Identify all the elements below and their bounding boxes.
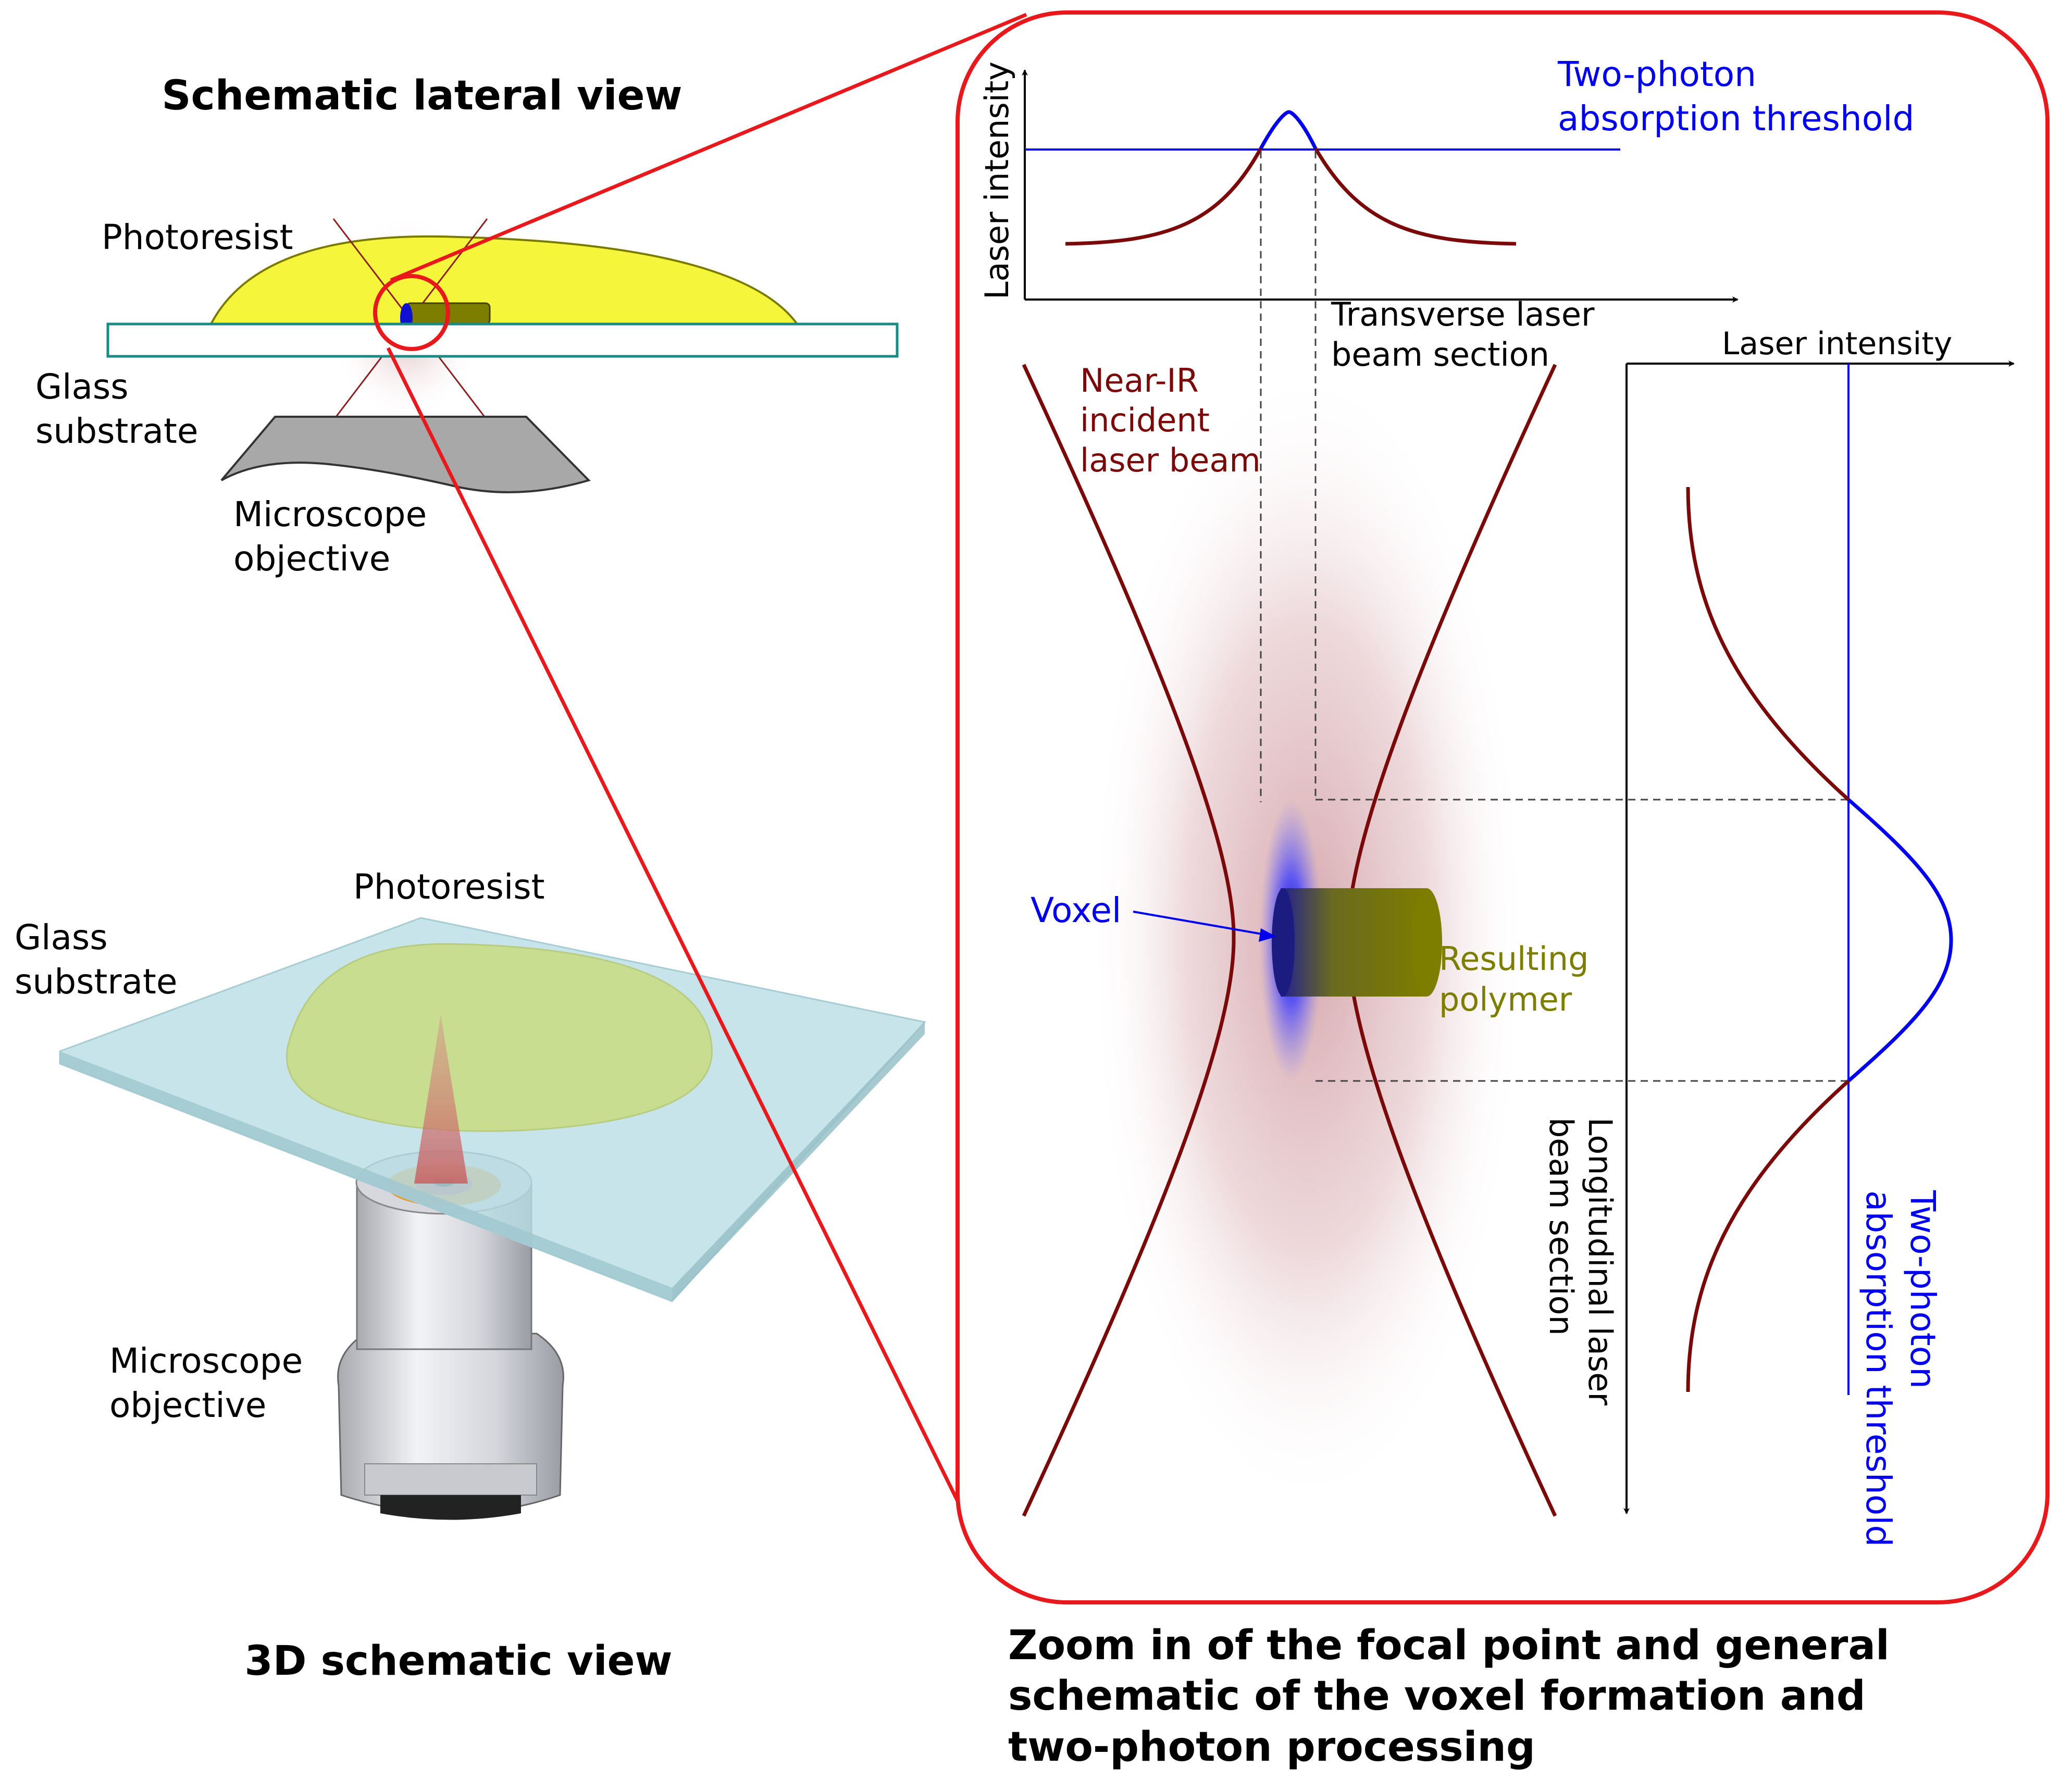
lateral-zoom-circle <box>373 274 450 351</box>
transverse-intensity-plot: Laser intensity Two-photon absorption th… <box>978 54 1914 374</box>
longitudinal-profile-curve <box>1686 487 1850 801</box>
top-plot-ylabel: Laser intensity <box>978 61 1016 300</box>
right-plot-xlabel: Laser intensity <box>1722 326 1952 362</box>
longitudinal-label: Longitudinal laser <box>1581 1117 1619 1405</box>
lateral-photoresist-drop <box>209 235 799 325</box>
longitudinal-profile-above-threshold <box>1847 798 1953 1082</box>
three-d-photoresist-drop <box>286 943 713 1132</box>
zoom-caption: Zoom in of the focal point and general s… <box>1008 1622 1890 1771</box>
beam-label: incident <box>1080 401 1210 439</box>
zoom-caption-line: schematic of the voxel formation and <box>1008 1673 1866 1720</box>
three-d-glass-edge <box>60 1051 672 1301</box>
three-d-title: 3D schematic view <box>244 1638 672 1685</box>
voxel-label: Voxel <box>1031 890 1121 930</box>
zoom-caption-line: two-photon processing <box>1008 1724 1535 1771</box>
top-threshold-label: Two-photon <box>1557 54 1756 94</box>
three-d-laser-cone <box>414 1015 468 1184</box>
longitudinal-intensity-plot: Laser intensity Longitudinal laser beam … <box>1542 326 2015 1547</box>
lateral-objective-label: Microscope <box>233 494 427 534</box>
polymer-label: polymer <box>1439 980 1572 1018</box>
lateral-title: Schematic lateral view <box>162 72 682 119</box>
zoom-panel: Laser intensity Two-photon absorption th… <box>955 10 2050 1604</box>
polymer-label: Resulting <box>1439 940 1589 978</box>
zoom-connector-line <box>386 347 972 1527</box>
lateral-objective-label: objective <box>233 539 390 579</box>
three-d-photoresist-label: Photoresist <box>353 867 545 907</box>
lateral-microscope-objective <box>220 416 591 493</box>
three-d-objective-label: Microscope <box>109 1341 303 1381</box>
beam-label: Near-IR <box>1080 362 1199 400</box>
three-d-objective-label: objective <box>109 1385 266 1425</box>
longitudinal-profile-curve <box>1686 1079 1850 1392</box>
lateral-glass-label: Glass <box>35 367 129 407</box>
resulting-polymer <box>1272 888 1442 997</box>
transverse-label: Transverse laser <box>1331 295 1595 333</box>
transverse-label: beam section <box>1331 335 1549 374</box>
lateral-glass-label: substrate <box>35 411 198 451</box>
transverse-profile-above-threshold <box>1259 110 1318 150</box>
three-d-glass-label: substrate <box>15 962 177 1002</box>
longitudinal-label: beam section <box>1542 1117 1580 1336</box>
beam-envelope-left <box>1022 364 1236 1517</box>
right-threshold-label: Two-photon <box>1903 1190 1943 1389</box>
voxel-pointer-head <box>1259 928 1276 942</box>
lateral-photoresist-label: Photoresist <box>102 217 293 257</box>
three-d-view: Photoresist Glass substrate Microscope o… <box>15 867 926 1685</box>
beam-label: laser beam <box>1080 441 1261 479</box>
lateral-glass-substrate <box>106 322 899 358</box>
transverse-profile-curve <box>1065 147 1263 246</box>
top-threshold-label: absorption threshold <box>1558 98 1914 139</box>
zoom-caption-line: Zoom in of the focal point and general <box>1008 1622 1890 1669</box>
lateral-view: Schematic lateral view Photoresist Glass… <box>35 72 899 579</box>
right-threshold-label: absorption threshold <box>1858 1190 1898 1547</box>
three-d-glass-edge <box>672 1022 925 1301</box>
zoom-connector-line <box>390 13 1027 282</box>
three-d-glass-label: Glass <box>15 917 108 957</box>
transverse-profile-curve <box>1313 147 1517 246</box>
voxel-pointer <box>1133 911 1274 937</box>
